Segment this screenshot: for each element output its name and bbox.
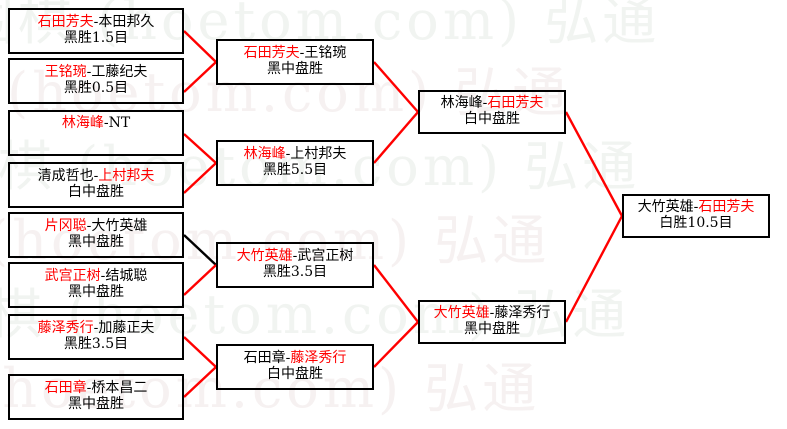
player-right: 加藤正夫 (98, 320, 155, 337)
vs-dash: - (693, 199, 699, 216)
vs-dash: - (93, 320, 99, 337)
match-pairing: 林海峰-NT (61, 115, 131, 132)
match-pairing: 武宫正树-结城聪 (44, 268, 148, 285)
player-right: 结城聪 (105, 268, 148, 285)
player-right: 上村邦夫 (98, 168, 155, 185)
vs-dash: - (86, 380, 92, 397)
match-box[interactable]: 武宫正树-结城聪 黑中盘胜 (8, 262, 184, 308)
vs-dash: - (285, 350, 291, 367)
player-right: 桥本昌二 (91, 380, 148, 397)
match-result: 白中盘胜 (464, 111, 520, 127)
match-pairing: 大竹英雄-石田芳夫 (637, 199, 755, 216)
match-box[interactable]: 林海峰-石田芳夫 白中盘胜 (418, 90, 566, 134)
match-result: 黑中盘胜 (68, 234, 124, 250)
player-left: 林海峰 (440, 95, 483, 112)
vs-dash: - (285, 146, 291, 163)
vs-dash: - (86, 218, 92, 235)
player-left: 石田章 (44, 380, 87, 397)
player-right: 石田芳夫 (487, 95, 544, 112)
player-left: 武宫正树 (44, 268, 101, 285)
match-box-final[interactable]: 大竹英雄-石田芳夫 白胜10.5目 (622, 194, 770, 238)
vs-dash: - (482, 95, 488, 112)
player-left: 大竹英雄 (433, 305, 490, 322)
player-right: 王铭琬 (304, 45, 347, 62)
player-right: 藤泽秀行 (290, 350, 347, 367)
match-result: 白中盘胜 (267, 366, 323, 382)
match-box[interactable]: 片冈聪-大竹英雄 黑中盘胜 (8, 212, 184, 258)
match-pairing: 清成哲也-上村邦夫 (37, 168, 155, 185)
vs-dash: - (93, 14, 99, 31)
player-left: 大竹英雄 (637, 199, 694, 216)
match-pairing: 藤泽秀行-加藤正夫 (37, 320, 155, 337)
match-pairing: 石田芳夫-王铭琬 (243, 45, 347, 62)
match-pairing: 林海峰-石田芳夫 (440, 95, 544, 112)
match-box[interactable]: 石田芳夫-本田邦久 黑胜1.5目 (8, 8, 184, 54)
match-box[interactable]: 石田芳夫-王铭琬 黑中盘胜 (216, 39, 374, 85)
vs-dash: - (93, 168, 99, 185)
match-box[interactable]: 林海峰-NT (8, 110, 184, 156)
player-left: 石田芳夫 (243, 45, 300, 62)
match-result: 黑中盘胜 (68, 284, 124, 300)
vs-dash: - (103, 115, 109, 131)
vs-dash: - (299, 45, 305, 62)
vs-dash: - (86, 64, 92, 81)
match-result: 黑胜0.5目 (63, 80, 129, 96)
match-box[interactable]: 藤泽秀行-加藤正夫 黑胜3.5目 (8, 314, 184, 360)
match-result: 白胜10.5目 (659, 215, 733, 231)
match-result: 黑胜3.5目 (63, 336, 129, 352)
match-box[interactable]: 石田章-藤泽秀行 白中盘胜 (216, 344, 374, 390)
match-pairing: 片冈聪-大竹英雄 (44, 218, 148, 235)
player-left: 石田章 (243, 350, 286, 367)
match-result: 黑胜5.5目 (262, 162, 328, 178)
match-result: 黑中盘胜 (267, 61, 323, 77)
match-pairing: 王铭琬-工藤纪夫 (44, 64, 148, 81)
player-left: 大竹英雄 (236, 248, 293, 265)
match-pairing: 石田芳夫-本田邦久 (37, 14, 155, 31)
match-box[interactable]: 大竹英雄-武宫正树 黑胜3.5目 (216, 242, 374, 288)
match-result: 黑中盘胜 (68, 396, 124, 412)
match-pairing: 大竹英雄-藤泽秀行 (433, 305, 551, 322)
vs-dash: - (292, 248, 298, 265)
player-right: NT (108, 115, 131, 131)
match-box[interactable]: 林海峰-上村邦夫 黑胜5.5目 (216, 140, 374, 186)
player-left: 片冈聪 (44, 218, 87, 235)
match-result: 黑中盘胜 (464, 321, 520, 337)
match-box[interactable]: 清成哲也-上村邦夫 白中盘胜 (8, 162, 184, 208)
match-pairing: 石田章-桥本昌二 (44, 380, 148, 397)
player-left: 王铭琬 (44, 64, 87, 81)
player-right: 武宫正树 (297, 248, 354, 265)
player-right: 上村邦夫 (290, 146, 347, 163)
player-right: 石田芳夫 (698, 199, 755, 216)
match-box[interactable]: 石田章-桥本昌二 黑中盘胜 (8, 374, 184, 420)
player-left: 清成哲也 (37, 168, 94, 185)
player-left: 石田芳夫 (37, 14, 94, 31)
player-left: 林海峰 (243, 146, 286, 163)
match-result: 黑胜3.5目 (262, 264, 328, 280)
vs-dash: - (100, 268, 106, 285)
match-pairing: 大竹英雄-武宫正树 (236, 248, 354, 265)
match-result: 白中盘胜 (68, 184, 124, 200)
vs-dash: - (489, 305, 495, 322)
match-pairing: 石田章-藤泽秀行 (243, 350, 347, 367)
player-right: 本田邦久 (98, 14, 155, 31)
match-result: 黑胜1.5目 (63, 30, 129, 46)
player-left: 藤泽秀行 (37, 320, 94, 337)
player-left: 林海峰 (61, 115, 104, 131)
match-box[interactable]: 大竹英雄-藤泽秀行 黑中盘胜 (418, 300, 566, 344)
match-pairing: 林海峰-上村邦夫 (243, 146, 347, 163)
match-box[interactable]: 王铭琬-工藤纪夫 黑胜0.5目 (8, 58, 184, 104)
player-right: 工藤纪夫 (91, 64, 148, 81)
player-right: 藤泽秀行 (494, 305, 551, 322)
player-right: 大竹英雄 (91, 218, 148, 235)
